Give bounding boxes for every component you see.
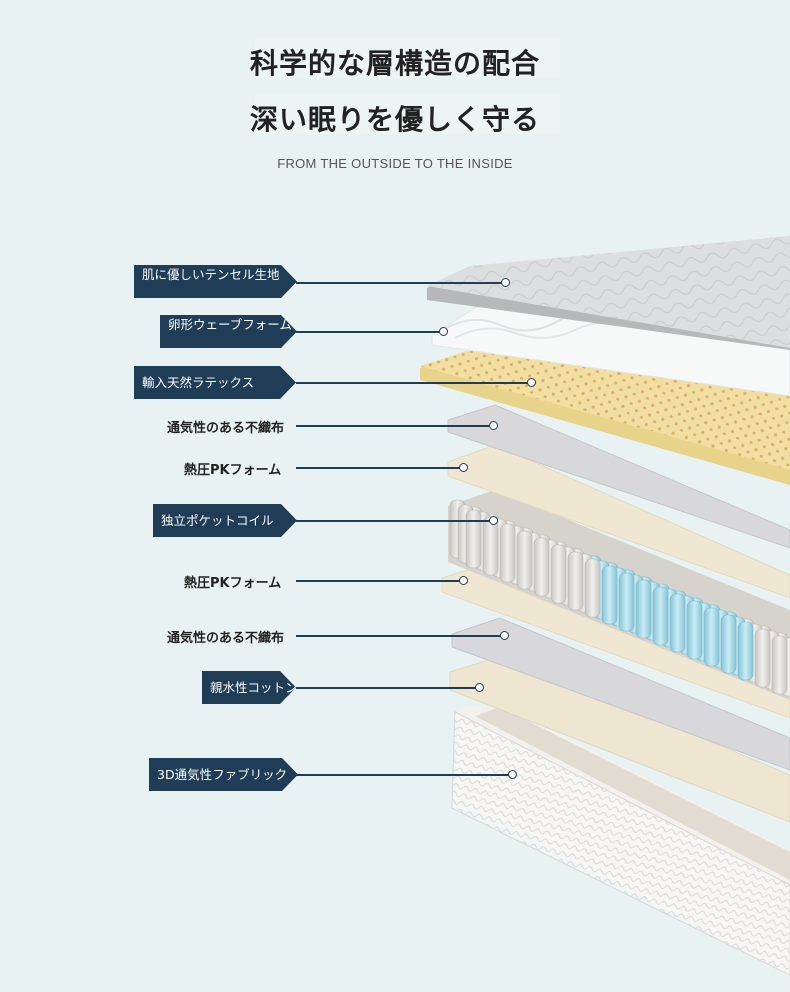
pocket-coil [720,614,737,674]
pocket-coil [499,523,516,583]
leader-line [296,520,494,522]
heading-subtitle: FROM THE OUTSIDE TO THE INSIDE [277,156,513,171]
leader-line [296,331,444,333]
label-natural-latex: 輸入天然ラテックス [134,366,296,399]
pocket-coil [567,551,584,611]
title-backdrop-2 [255,94,560,134]
leader-line [296,635,505,637]
label-egg-wave-foam: 卵形ウェーブフォーム [160,315,297,348]
pocket-coil [482,516,499,576]
pocket-coil [635,579,652,639]
pointer-dot [508,770,517,779]
label-pk-foam-upper: 熱圧PKフォーム [184,463,282,478]
layer-pocket-coils [448,490,790,700]
label-nonwoven-lower: 通気性のある不織布 [167,631,285,646]
pointer-dot [439,327,448,336]
label-pk-foam-lower: 熱圧PKフォーム [184,576,282,591]
layer-nonwoven-lower [451,617,790,771]
pointer-dot [489,516,498,525]
leader-line [296,687,480,689]
label-hydrophilic-cotton: 親水性コットン [202,671,296,704]
leader-line [296,425,494,427]
label-3d-fabric: 3D通気性ファブリック [149,758,298,791]
heading-line-2: 深い眠りを優しく守る [249,103,540,136]
layer-nonwoven-upper [447,404,790,549]
pocket-coil [550,544,567,604]
pocket-coil [686,600,703,660]
pocket-coil [584,558,601,618]
pocket-coil [601,565,618,625]
title-backdrop-1 [255,38,560,78]
pocket-coil [771,635,788,695]
pocket-coil [652,586,669,646]
leader-line [296,580,464,582]
leader-line [296,282,506,284]
layer-pk-foam-upper [447,444,790,599]
label-nonwoven-upper: 通気性のある不織布 [167,421,285,436]
pointer-dot [500,631,509,640]
label-pocket-coils: 独立ポケットコイル [153,504,297,537]
pointer-dot [501,278,510,287]
pocket-coil [703,607,720,667]
leader-line [296,467,464,469]
pocket-coil [669,593,686,653]
pointer-dot [489,421,498,430]
heading-line-1: 科学的な層構造の配合 [249,47,540,80]
pointer-dot [459,576,468,585]
pocket-coil [618,572,635,632]
pocket-coil [516,530,533,590]
pocket-coil [465,509,482,569]
leader-line [296,382,532,384]
leader-line [296,774,513,776]
pointer-dot [527,378,536,387]
label-tencel-fabric: 肌に優しいテンセル生地 [134,265,297,298]
pocket-coil [533,537,550,597]
fabric-box-front [451,711,790,976]
pocket-coil [754,628,771,688]
pocket-coil [737,621,754,681]
pointer-dot [459,463,468,472]
pointer-dot [475,683,484,692]
